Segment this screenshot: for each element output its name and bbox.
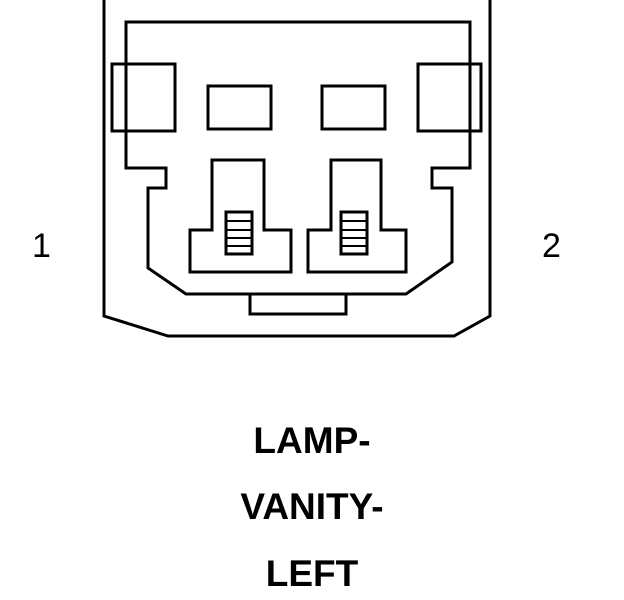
cavity-window-1 bbox=[206, 84, 273, 131]
connector-name-line: LAMP- bbox=[253, 420, 371, 461]
terminal-2-contact bbox=[339, 210, 369, 256]
terminal-1-outline bbox=[188, 158, 293, 274]
cavity-window-2 bbox=[320, 84, 387, 131]
polarization-key bbox=[248, 292, 348, 316]
pin-number-label: 1 bbox=[32, 227, 51, 265]
left-latch bbox=[110, 62, 177, 133]
pin-number-label: 2 bbox=[542, 227, 561, 265]
terminal-1-contact bbox=[224, 210, 254, 256]
connector-inner-cavity bbox=[124, 20, 472, 296]
connector-housing-outline bbox=[102, 0, 492, 338]
right-latch bbox=[416, 62, 483, 133]
terminal-2-outline bbox=[306, 158, 408, 274]
connector-name-line: LEFT bbox=[265, 553, 359, 594]
connector-name-line: VANITY- bbox=[240, 486, 384, 527]
